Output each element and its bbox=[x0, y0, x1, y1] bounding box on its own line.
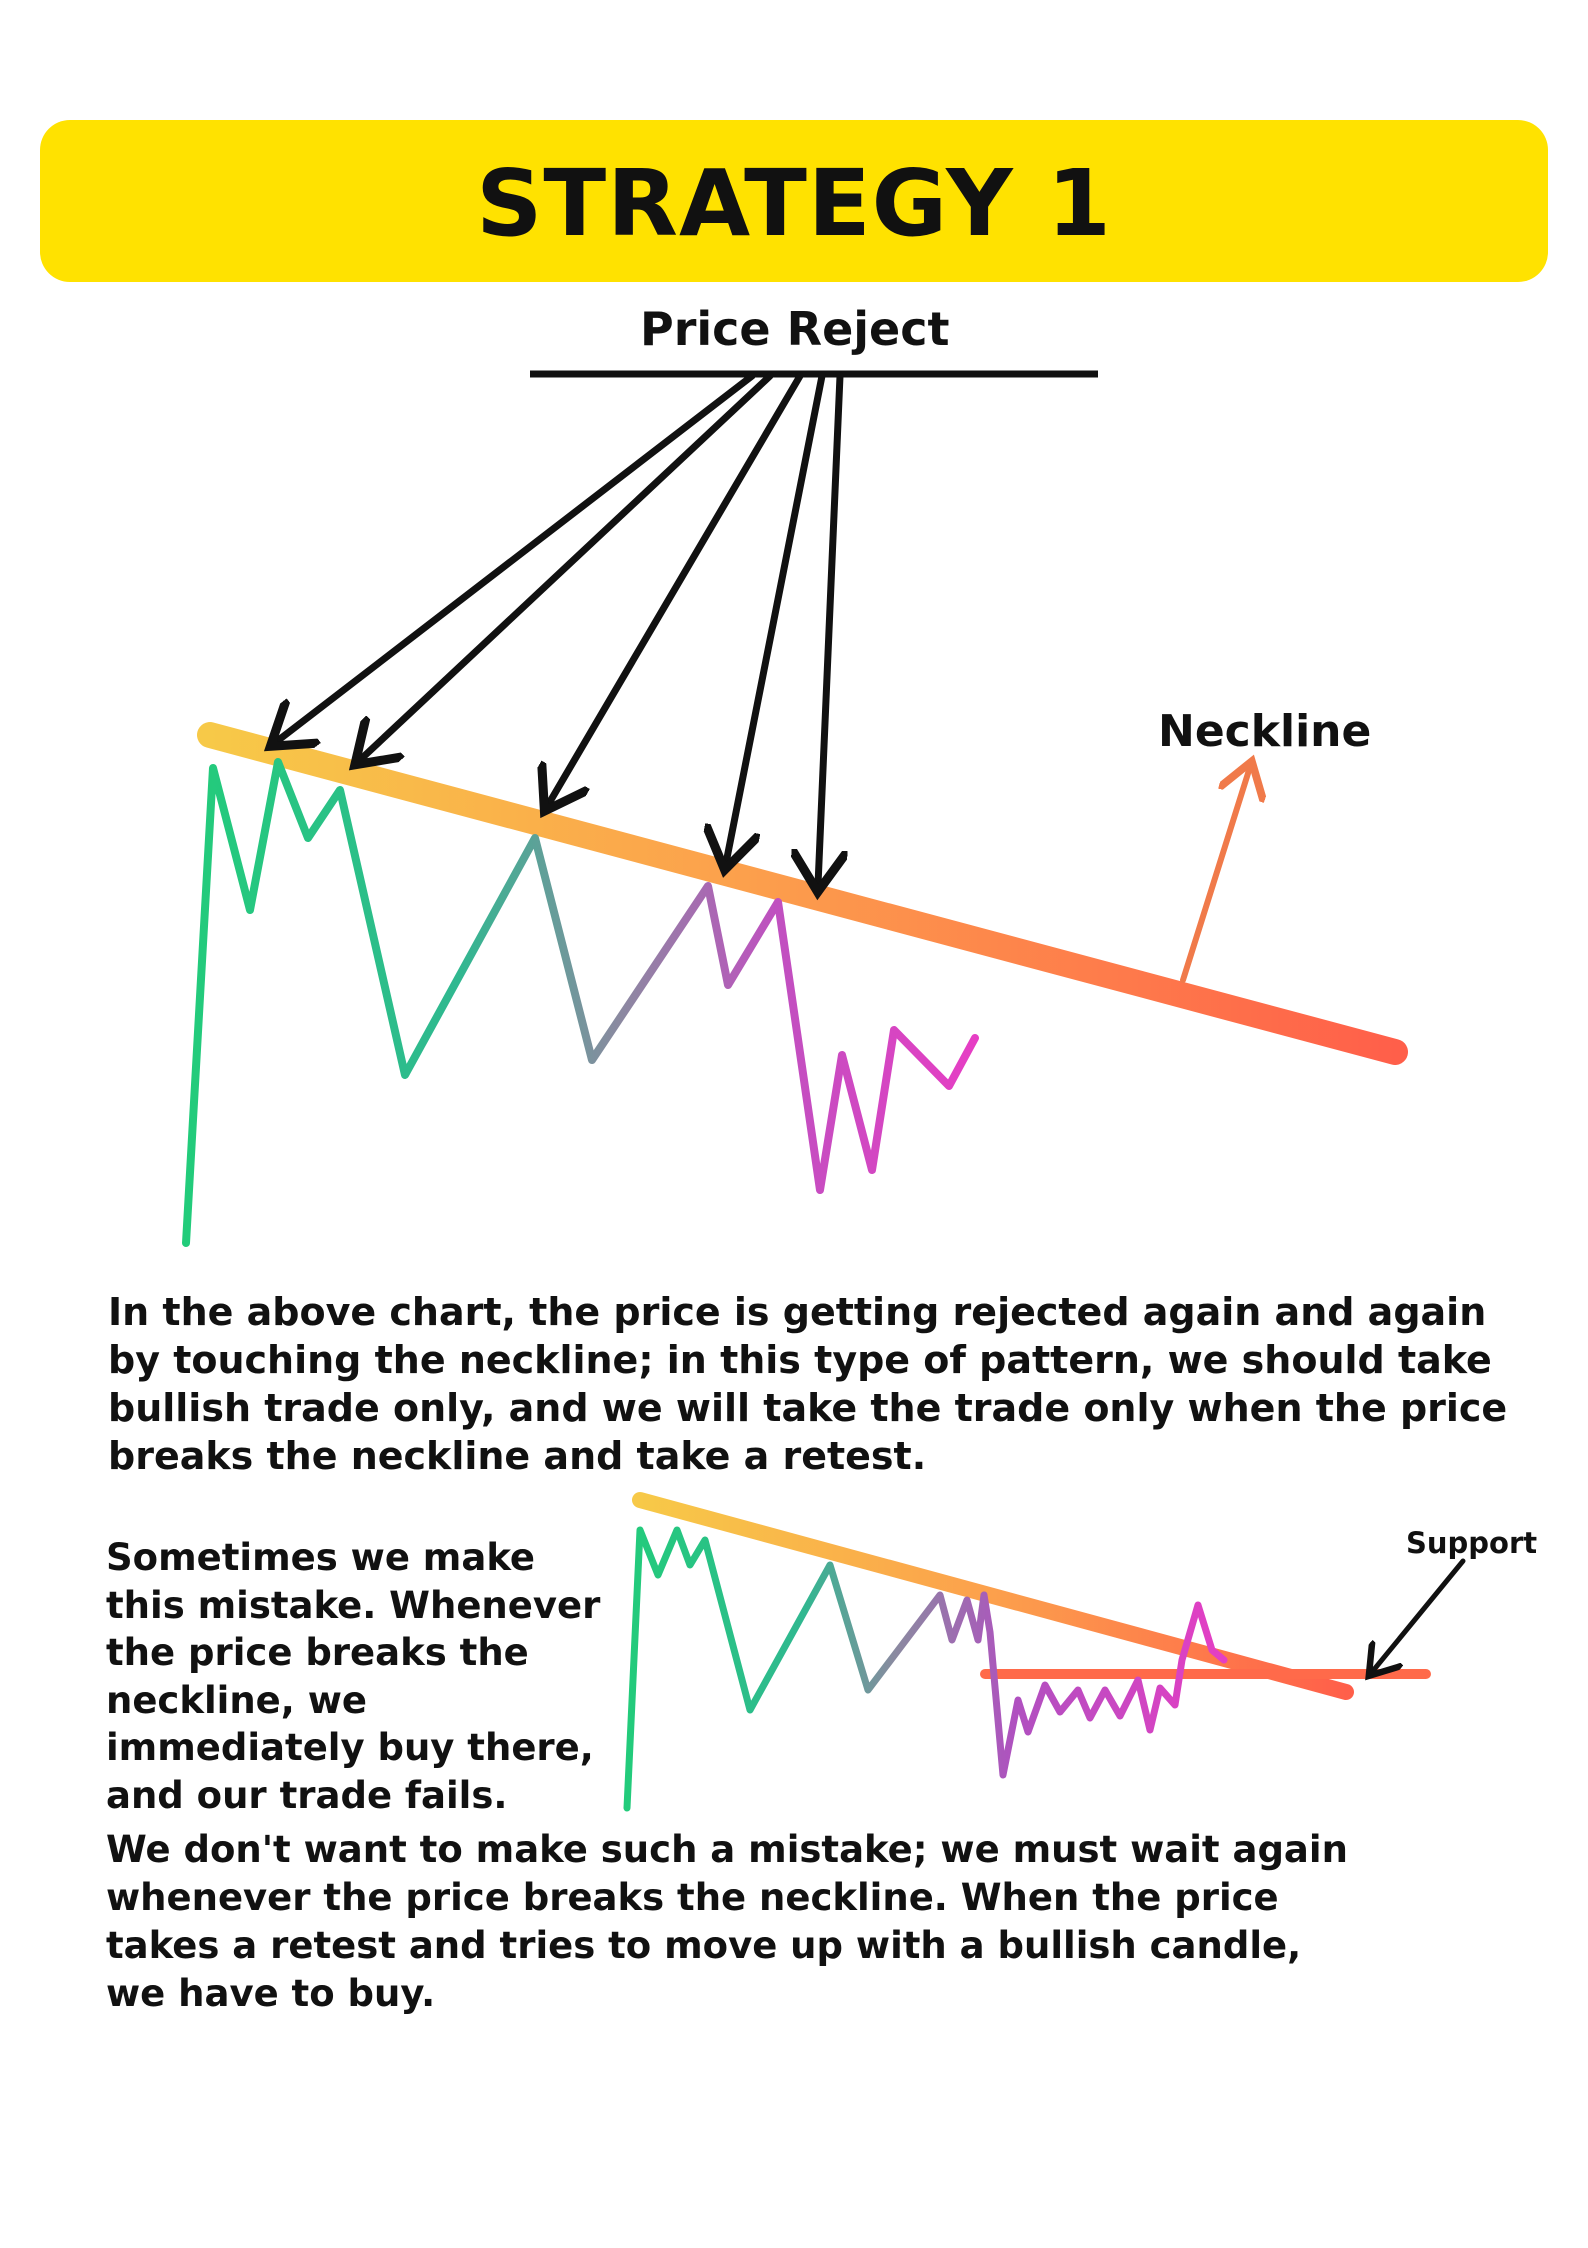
support-pointer-arrow bbox=[1372, 1558, 1466, 1672]
price-path bbox=[182, 758, 979, 1247]
neckline-label: Neckline bbox=[1158, 706, 1372, 757]
title-banner: STRATEGY 1 bbox=[40, 120, 1548, 282]
reject-arrow-1 bbox=[276, 372, 756, 742]
neckline-pointer-arrow bbox=[1180, 767, 1250, 983]
advice-paragraph: We don't want to make such a mistake; we… bbox=[106, 1828, 1348, 2015]
reject-arrow-3 bbox=[548, 372, 804, 805]
price-reject-label: Price Reject bbox=[640, 302, 950, 356]
mistake-paragraph: Sometimes we make this mistake. Whenever… bbox=[106, 1536, 601, 1817]
reject-arrow-2 bbox=[360, 372, 774, 760]
neckline-line-small bbox=[632, 1492, 1354, 1700]
reject-arrow-4 bbox=[726, 372, 826, 863]
reject-arrows bbox=[276, 372, 840, 885]
page-title: STRATEGY 1 bbox=[476, 149, 1112, 257]
explanation-paragraph: In the above chart, the price is getting… bbox=[108, 1290, 1508, 1478]
reject-arrow-5 bbox=[818, 372, 840, 885]
price-path-small bbox=[623, 1526, 1228, 1812]
support-label: Support bbox=[1406, 1526, 1538, 1560]
